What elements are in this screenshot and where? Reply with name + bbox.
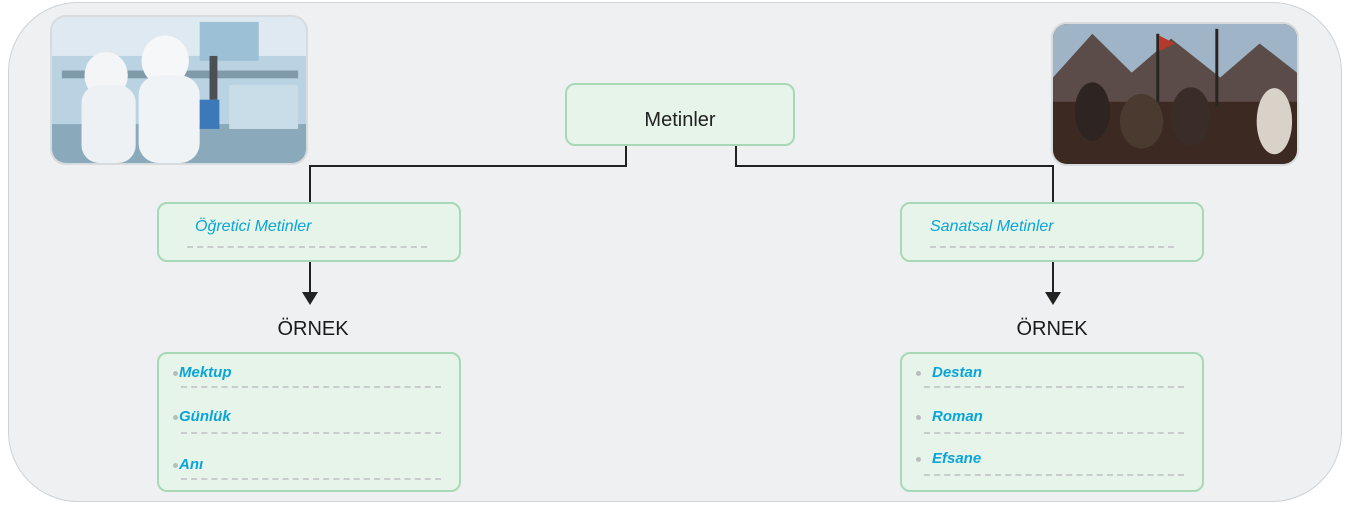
root-node: Metinler <box>565 83 795 146</box>
bullet-icon <box>916 457 921 462</box>
example-item: Roman <box>932 408 983 425</box>
examples-box-left: Mektup Günlük Anı <box>157 352 461 492</box>
example-item: Mektup <box>179 364 232 381</box>
examples-box-right: Destan Roman Efsane <box>900 352 1204 492</box>
bullet-icon <box>173 463 178 468</box>
dashed-line <box>181 432 441 434</box>
arrow-left-head <box>302 292 318 305</box>
root-label: Metinler <box>644 109 716 131</box>
bullet-icon <box>916 415 921 420</box>
bullet-icon <box>173 371 178 376</box>
dashed-line <box>181 478 441 480</box>
laboratory-photo <box>50 15 308 165</box>
bullet-icon <box>173 415 178 420</box>
category-box-right: Sanatsal Metinler <box>900 202 1204 262</box>
example-item: Anı <box>179 456 204 473</box>
dashed-line <box>924 432 1184 434</box>
example-item: Efsane <box>932 450 982 467</box>
bullet-icon <box>916 371 921 376</box>
category-label-left: Öğretici Metinler <box>195 218 312 235</box>
dashed-line <box>187 246 427 248</box>
category-label-right: Sanatsal Metinler <box>930 218 1054 235</box>
warriors-painting <box>1051 22 1299 166</box>
dashed-line <box>924 386 1184 388</box>
example-heading-left: ÖRNEK <box>277 318 349 340</box>
connector-left <box>309 146 627 204</box>
dashed-line <box>930 246 1174 248</box>
example-item: Destan <box>932 364 983 381</box>
example-item: Günlük <box>179 408 231 425</box>
arrow-right-head <box>1045 292 1061 305</box>
dashed-line <box>924 474 1184 476</box>
category-box-left: Öğretici Metinler <box>157 202 461 262</box>
example-heading-right: ÖRNEK <box>1016 318 1088 340</box>
dashed-line <box>181 386 441 388</box>
connector-right <box>735 146 1054 204</box>
